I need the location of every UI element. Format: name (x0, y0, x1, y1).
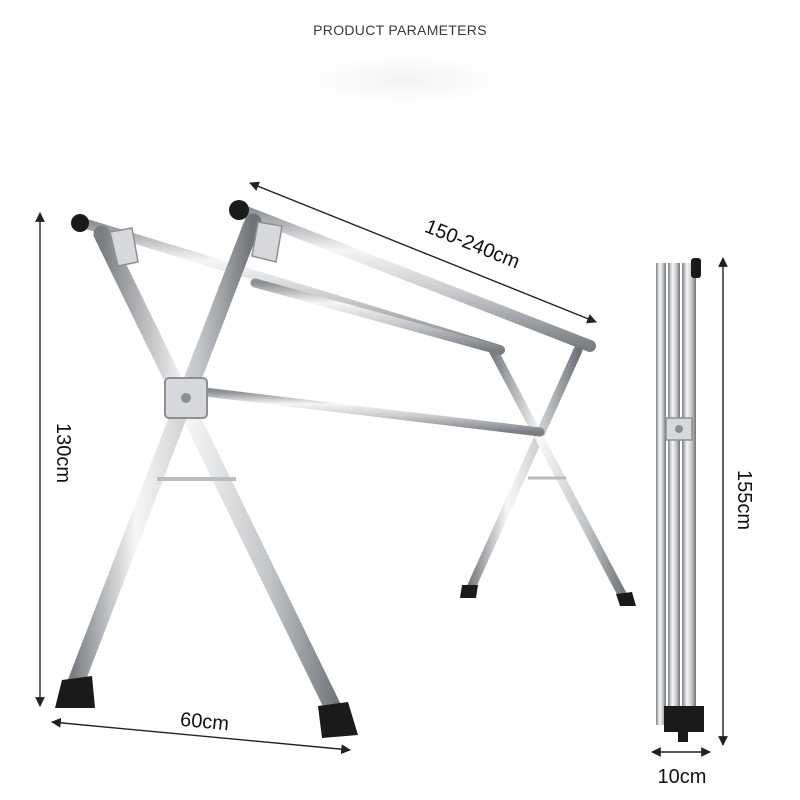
dimension-width: 60cm (51, 709, 351, 755)
dimension-folded-thickness: 10cm (651, 747, 711, 788)
top-bracket (251, 221, 283, 263)
drying-rack (55, 200, 636, 738)
dimension-length: 150-240cm (249, 181, 597, 324)
rail-end-cap (71, 214, 89, 232)
rack-right-frame (460, 345, 636, 606)
dimension-height: 130cm (35, 212, 74, 707)
folded-height-label: 155cm (733, 470, 755, 530)
folded-rack (656, 258, 704, 742)
page-title: PRODUCT PARAMETERS (313, 22, 487, 38)
rubber-foot (616, 592, 636, 606)
height-label: 130cm (52, 423, 74, 483)
header-glow (300, 55, 510, 105)
width-label: 60cm (179, 709, 230, 736)
rail-end-cap (229, 200, 249, 220)
rubber-foot (460, 585, 478, 598)
dimension-folded-height: 155cm (718, 257, 755, 746)
folded-thickness-label: 10cm (658, 766, 707, 788)
top-bracket (109, 227, 139, 267)
rubber-foot (318, 702, 358, 738)
length-label: 150-240cm (422, 216, 523, 274)
rubber-foot (55, 676, 95, 708)
